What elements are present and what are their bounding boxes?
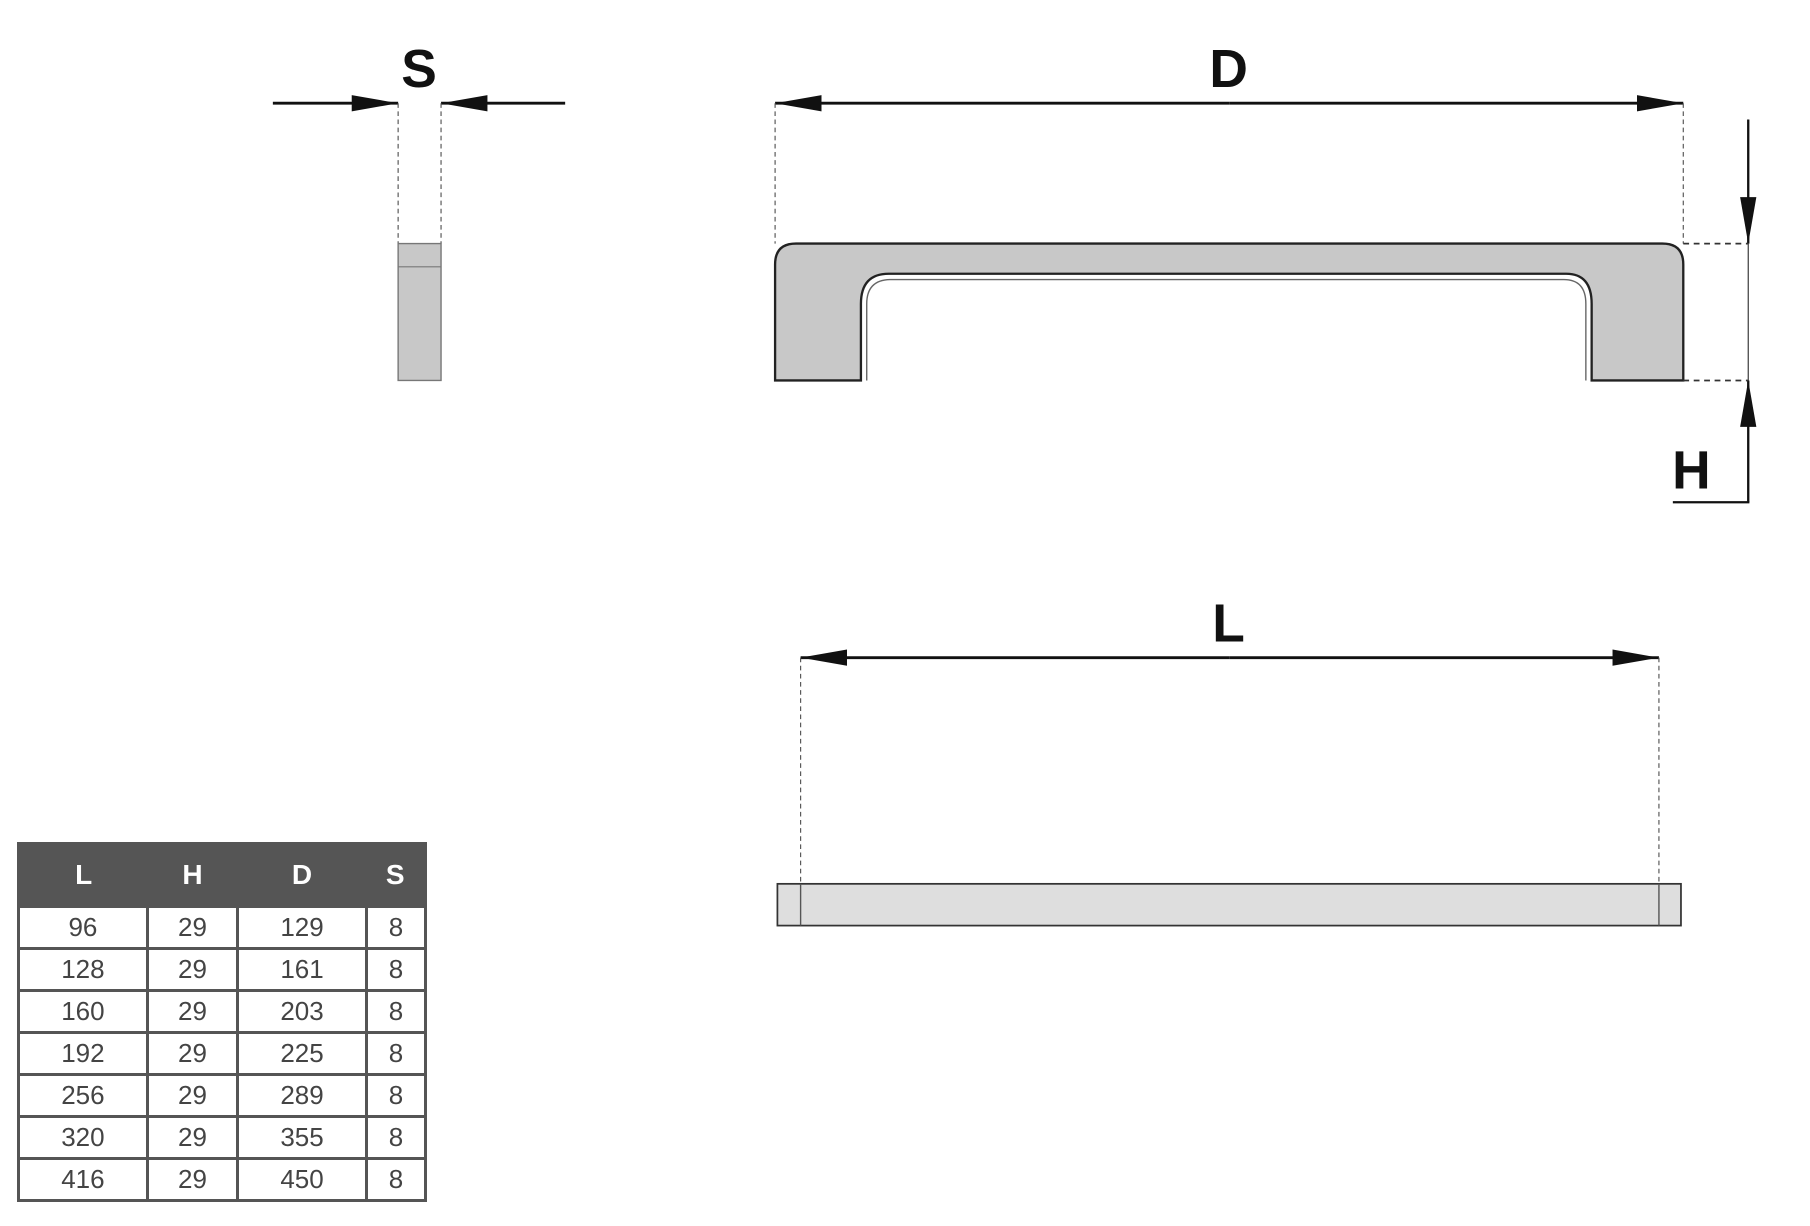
s-dimension: S — [272, 40, 566, 244]
cell: 29 — [145, 905, 240, 950]
h-label: H — [1672, 441, 1711, 500]
cell: 8 — [364, 989, 428, 1034]
cell: 8 — [364, 1073, 428, 1118]
cell: 450 — [236, 1157, 368, 1202]
cell: 161 — [236, 947, 368, 992]
handle-front-view — [773, 242, 1685, 382]
cell: 128 — [17, 947, 149, 992]
cell: 96 — [17, 905, 149, 950]
cell: 29 — [145, 1157, 240, 1202]
cell: 203 — [236, 989, 368, 1034]
cell: 8 — [364, 1031, 428, 1076]
header-s: S — [366, 843, 426, 907]
cell: 192 — [17, 1031, 149, 1076]
cell: 8 — [364, 947, 428, 992]
header-l: L — [18, 843, 148, 907]
cell: 29 — [145, 947, 240, 992]
cell: 8 — [364, 1115, 428, 1160]
cell: 29 — [145, 1031, 240, 1076]
cell: 29 — [145, 1115, 240, 1160]
cell: 416 — [17, 1157, 149, 1202]
side-view — [397, 242, 442, 382]
table-header-row: L H D S — [18, 843, 426, 907]
h-dimension: H — [1672, 119, 1757, 504]
cell: 8 — [364, 905, 428, 950]
cell: 160 — [17, 989, 149, 1034]
cell: 289 — [236, 1073, 368, 1118]
cell: 225 — [236, 1031, 368, 1076]
cell: 129 — [236, 905, 368, 950]
cell: 29 — [145, 989, 240, 1034]
cell: 256 — [17, 1073, 149, 1118]
s-label: S — [401, 40, 437, 99]
header-d: D — [237, 843, 367, 907]
cell: 8 — [364, 1157, 428, 1202]
header-h: H — [147, 843, 238, 907]
l-label: L — [1212, 594, 1245, 653]
handle-top-view — [776, 882, 1682, 927]
l-dimension: L — [800, 594, 1660, 884]
cell: 355 — [236, 1115, 368, 1160]
d-label: D — [1209, 40, 1248, 99]
d-dimension: D — [774, 40, 1684, 244]
cell: 320 — [17, 1115, 149, 1160]
cell: 29 — [145, 1073, 240, 1118]
